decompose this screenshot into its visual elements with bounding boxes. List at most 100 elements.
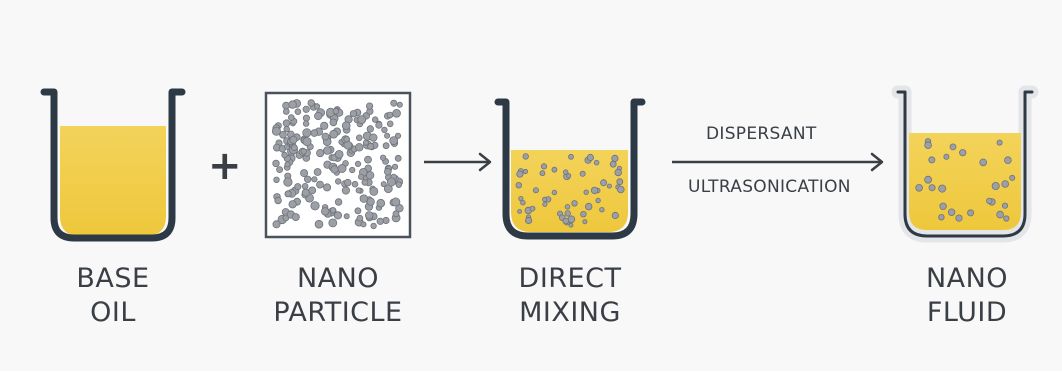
particle <box>949 143 957 151</box>
particle <box>302 137 312 147</box>
particle <box>291 213 300 222</box>
particle <box>332 107 340 115</box>
particle <box>356 214 364 222</box>
particle <box>376 217 384 225</box>
particle <box>943 153 950 160</box>
particle <box>310 129 319 137</box>
particle <box>606 183 612 189</box>
particle <box>300 169 309 178</box>
particle <box>282 119 291 127</box>
particle <box>991 181 1000 190</box>
particle <box>294 108 302 115</box>
particle <box>996 210 1004 219</box>
particle <box>1009 174 1016 181</box>
particle <box>938 213 945 221</box>
particle <box>522 168 529 175</box>
particle <box>369 186 379 196</box>
particle <box>382 216 390 225</box>
particle <box>924 141 932 150</box>
particle <box>551 166 558 173</box>
particle <box>355 143 364 152</box>
particle <box>600 179 608 187</box>
particle <box>329 118 338 127</box>
particle <box>562 217 570 225</box>
particle <box>542 196 548 202</box>
particle <box>522 153 529 160</box>
particle <box>372 116 379 123</box>
particle <box>1001 180 1009 188</box>
particle <box>354 207 362 215</box>
particle <box>563 169 569 175</box>
particle <box>394 154 402 162</box>
plus-sign: + <box>208 143 242 189</box>
particle <box>365 102 374 110</box>
particle <box>349 110 357 118</box>
particle <box>540 163 548 170</box>
particle <box>279 131 287 139</box>
particle <box>609 160 617 168</box>
particle <box>343 140 353 150</box>
particle <box>366 197 375 206</box>
particle <box>928 184 936 192</box>
particle <box>287 114 295 121</box>
particle <box>381 126 388 134</box>
particle <box>357 173 365 180</box>
particle <box>365 211 374 220</box>
particle <box>386 177 396 187</box>
particle <box>593 159 600 166</box>
particle <box>323 183 332 192</box>
particle <box>532 187 539 194</box>
particle <box>311 176 318 183</box>
particle <box>313 103 321 110</box>
particle <box>304 175 312 183</box>
particle <box>595 197 601 204</box>
particle <box>947 208 956 216</box>
particle <box>294 183 302 191</box>
particle <box>571 200 578 207</box>
particle <box>314 219 324 229</box>
particle <box>290 144 298 152</box>
particle <box>518 196 524 202</box>
particle <box>379 154 387 161</box>
particle <box>938 184 947 193</box>
particle <box>375 121 383 129</box>
particle <box>283 177 293 187</box>
particle <box>616 178 624 186</box>
particle <box>382 142 390 150</box>
nano-fluid-label-line1: NANO <box>925 263 1009 294</box>
nano-particle-label: NANO PARTICLE <box>258 262 418 330</box>
particle <box>284 190 292 198</box>
particle <box>337 163 347 173</box>
particle <box>274 196 282 205</box>
particle <box>300 148 307 155</box>
base-oil-label-line2: OIL <box>90 297 136 328</box>
mixing-arrow <box>424 152 492 172</box>
particle <box>362 139 369 146</box>
particle <box>524 216 533 225</box>
particle <box>272 220 281 229</box>
particle <box>386 120 394 128</box>
particle <box>334 198 343 206</box>
particle <box>330 165 339 174</box>
particle <box>281 151 288 159</box>
particle <box>614 168 622 177</box>
particle <box>386 111 394 119</box>
particle <box>590 186 599 195</box>
particle <box>359 194 369 203</box>
particle <box>384 132 391 139</box>
particle <box>924 175 932 184</box>
particle <box>616 185 625 194</box>
particle <box>313 168 322 176</box>
particle <box>308 186 317 195</box>
particle <box>288 100 297 109</box>
nano-fluid-label: NANO FLUID <box>912 262 1022 330</box>
particle <box>343 135 350 143</box>
particle <box>376 198 386 208</box>
particle <box>986 197 993 205</box>
particle <box>271 126 281 136</box>
particle <box>354 160 362 167</box>
particle <box>611 154 619 162</box>
particle <box>955 214 963 222</box>
particle <box>390 99 398 107</box>
